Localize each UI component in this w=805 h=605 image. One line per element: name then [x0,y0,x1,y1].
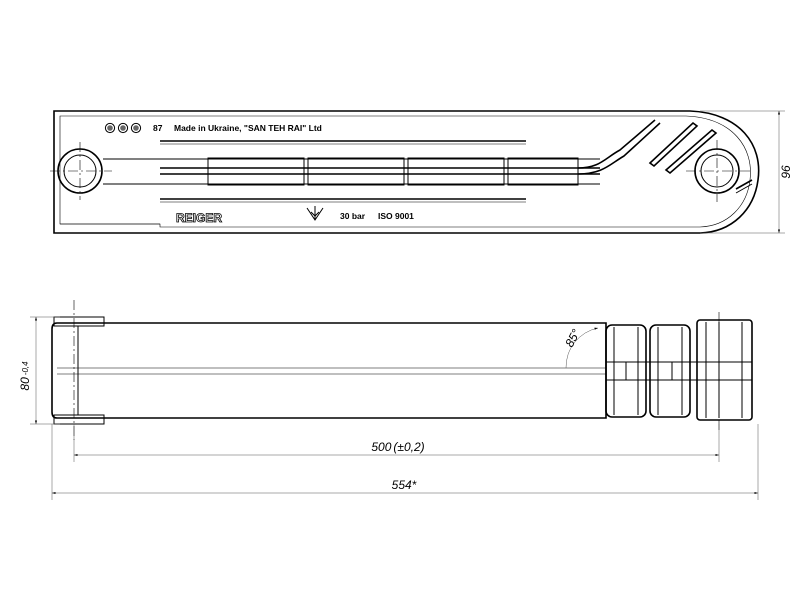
trident-icon [306,206,324,221]
right-hub [686,140,750,202]
side-view: 96 87 Made in Ukraine, "SAN TEH RAI" Ltd… [50,110,793,234]
brand-logo: REIGER [176,211,222,225]
connector-rings [605,319,753,421]
pressure-rating: 30 bar [340,211,366,221]
section-inner-contour [59,115,751,228]
height-dimension: 96 [700,110,793,234]
center-distance-dimension: 500(±0,2) [73,424,720,462]
section-body-outline [53,110,760,234]
plan-body-outline [51,322,607,419]
plan-view: 85° 80-0,4 500(±0,2) 554* [18,300,759,500]
depth-value: 80-0,4 [18,361,32,391]
height-value: 96 [779,165,793,179]
angle-value: 85° [562,327,583,350]
center-distance-value: 500(±0,2) [371,440,424,454]
central-tube [103,119,661,186]
angle-annotation: 85° [562,327,599,369]
cast-markings: 87 Made in Ukraine, "SAN TEH RAI" Ltd RE… [104,122,414,225]
iso-standard: ISO 9001 [378,211,414,221]
diagonal-ribs [648,121,753,194]
marking-number: 87 [153,123,163,133]
depth-dimension: 80-0,4 [18,316,60,425]
marking-text: Made in Ukraine, "SAN TEH RAI" Ltd [174,123,322,133]
overall-length-dimension: 554* [51,424,759,500]
overall-length-value: 554* [392,478,417,492]
left-hub [50,142,112,200]
